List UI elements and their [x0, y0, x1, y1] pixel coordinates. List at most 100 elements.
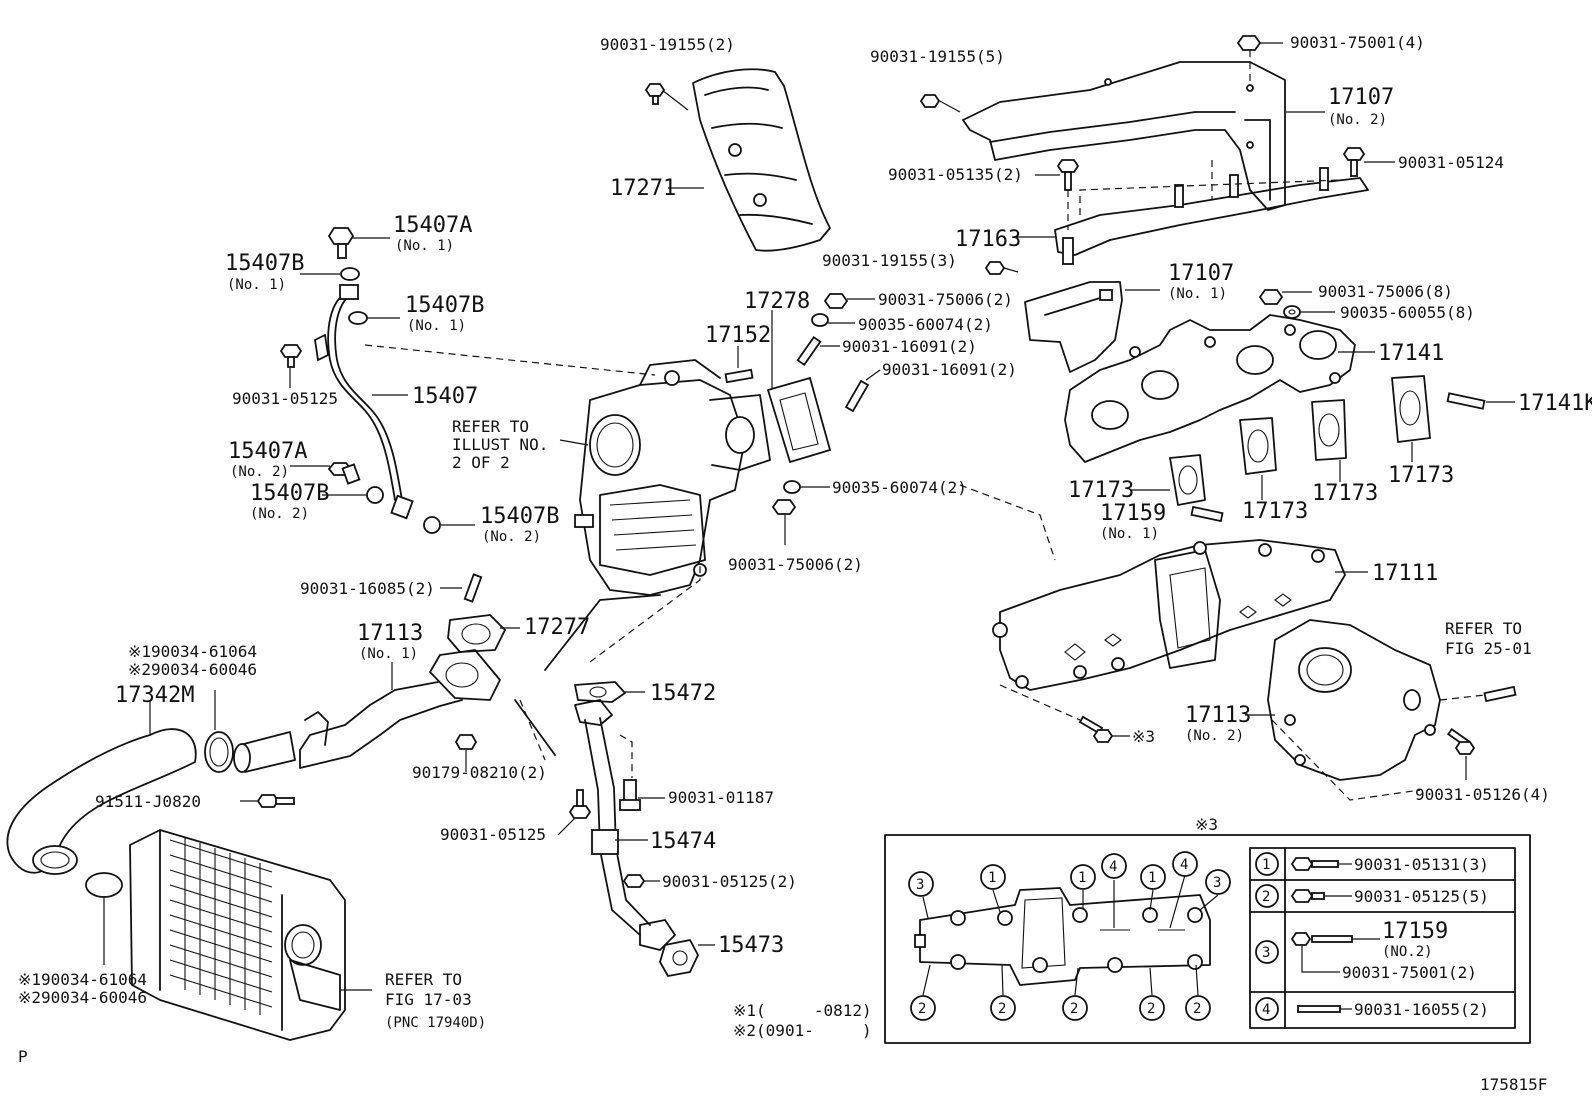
callout-90031-05125-left: 90031-05125	[232, 389, 338, 408]
bolt-90031-19155-b	[919, 94, 941, 108]
svg-text:3: 3	[1213, 875, 1221, 891]
callout-90031-75001-4: 90031-75001(4)	[1290, 33, 1425, 52]
inset-circle-2-d: 2	[1139, 995, 1165, 1021]
exhaust-manifold-17141	[1064, 314, 1356, 463]
callout-90031-05125-mid: 90031-05125	[440, 825, 546, 844]
clamp-bottom-line2: ※290034-60046	[18, 988, 147, 1007]
inset-circle-4-b: 4	[1172, 851, 1198, 877]
clamp-top-line2: ※290034-60046	[128, 660, 257, 679]
intercooler	[129, 829, 346, 1041]
callout-15407B-no1-b-sub: (No. 1)	[407, 318, 466, 334]
gasket-17173-c	[1311, 399, 1347, 461]
note-2: ※2(0901- )	[733, 1021, 872, 1040]
washer-15407B-no2-b	[423, 516, 441, 534]
hose-17342M	[6, 728, 197, 875]
refer-illust-line3: 2 OF 2	[452, 453, 510, 472]
callout-90031-05135-2: 90031-05135(2)	[888, 165, 1023, 184]
callout-15407: 15407	[412, 384, 478, 409]
stud-fig25	[1483, 685, 1517, 703]
callout-15407A-no1-sub: (No. 1)	[395, 238, 454, 254]
callout-17163: 17163	[955, 227, 1021, 252]
callout-15474: 15474	[650, 829, 716, 854]
callout-labels: 90031-19155(2) 17271 90031-19155(5) 9003…	[18, 33, 1592, 1094]
heat-insulator-17271	[692, 68, 831, 252]
callout-17173-b: 17173	[1242, 499, 1308, 524]
bolt-91511-J0820	[256, 794, 295, 808]
inset-circle-2-e: 2	[1185, 995, 1211, 1021]
washer-15407B-no1-b	[348, 311, 368, 325]
nut-90031-75006-bot	[771, 499, 797, 515]
callout-17173-c: 17173	[1312, 481, 1378, 506]
exhaust-pipe-17113-no1	[299, 649, 501, 769]
svg-text:2: 2	[1147, 1001, 1155, 1017]
callout-17152: 17152	[705, 323, 771, 348]
callout-90035-60074-2-top: 90035-60074(2)	[858, 315, 993, 334]
svg-text:1: 1	[1078, 870, 1086, 886]
gasket-17173-d	[1391, 375, 1431, 443]
callout-mark3: ※3	[1132, 727, 1155, 746]
washer-90035-60055	[1283, 305, 1301, 319]
refer-fig17-line1: REFER TO	[385, 970, 462, 989]
stud-17141K	[1446, 392, 1486, 410]
legend-row-1: 1 90031-05131(3)	[1255, 852, 1489, 876]
inset-circle-3-left: 3	[908, 871, 934, 897]
legend-part-3: 17159	[1382, 919, 1448, 944]
nut-90031-75006-8	[1258, 289, 1284, 305]
svg-text:1: 1	[988, 870, 996, 886]
callout-17107-no2: 17107	[1328, 85, 1394, 110]
refer-fig17-line2: FIG 17-03	[385, 990, 472, 1009]
bolt-90031-05135	[1056, 159, 1080, 191]
callout-15407B-no2-b-sub: (No. 2)	[482, 529, 541, 545]
callout-90031-05125-2: 90031-05125(2)	[662, 872, 797, 891]
legend-bolt-2-icon	[1290, 889, 1325, 903]
legend-part-1: 90031-05131(3)	[1354, 855, 1489, 874]
inset-circle-1-c: 1	[1140, 864, 1166, 890]
nut-90031-75006-top	[823, 293, 849, 309]
callout-17111: 17111	[1372, 561, 1438, 586]
callout-17173-a: 17173	[1068, 478, 1134, 503]
callout-90031-05126-4: 90031-05126(4)	[1415, 785, 1550, 804]
callout-17342M: 17342M	[115, 683, 194, 708]
corner-mark: P	[18, 1047, 28, 1066]
bolt-90031-05125-mid	[568, 789, 592, 819]
callout-15407B-no1-a-sub: (No. 1)	[227, 277, 286, 293]
stud-90031-16091-a	[796, 335, 822, 367]
callout-90031-05124: 90031-05124	[1398, 153, 1504, 172]
callout-15407B-no2-a-sub: (No. 2)	[250, 506, 309, 522]
callout-17107-no1: 17107	[1168, 261, 1234, 286]
svg-text:4: 4	[1180, 857, 1188, 873]
intake-manifold-17111	[992, 539, 1346, 691]
refer-illust-line1: REFER TO	[452, 417, 529, 436]
callout-90031-19155-5: 90031-19155(5)	[870, 47, 1005, 66]
callout-15407B-no1-a: 15407B	[225, 251, 304, 276]
bolt-90031-19155-c	[984, 261, 1006, 275]
callout-90031-75006-8: 90031-75006(8)	[1318, 282, 1453, 301]
gasket-17277	[447, 614, 506, 653]
refer-fig25-line2: FIG 25-01	[1445, 639, 1532, 658]
callout-90031-16085-2: 90031-16085(2)	[300, 579, 435, 598]
intake-pipe-17113-no2	[1267, 619, 1441, 781]
svg-text:3: 3	[916, 877, 924, 893]
legend-bolt-1-icon	[1290, 857, 1339, 871]
bolt-90031-19155-a	[644, 83, 666, 105]
gasket-15472	[574, 681, 626, 703]
svg-text:1: 1	[1262, 857, 1270, 873]
inset-circle-2-b: 2	[990, 995, 1016, 1021]
callout-15407B-no2-b: 15407B	[480, 504, 559, 529]
inset-circle-1-a: 1	[980, 864, 1006, 890]
washer-90035-60074-top	[811, 313, 829, 327]
legend-part-2: 90031-05125(5)	[1354, 887, 1489, 906]
callout-15407B-no1-b: 15407B	[405, 293, 484, 318]
note-1: ※1( -0812)	[733, 1001, 872, 1020]
inset-circle-2-a: 2	[910, 995, 936, 1021]
callout-90031-19155-3: 90031-19155(3)	[822, 251, 957, 270]
callout-15407A-no1: 15407A	[393, 213, 472, 238]
callout-15473: 15473	[718, 933, 784, 958]
callout-17113-no1: 17113	[357, 621, 423, 646]
legend-stud-4-icon	[1297, 1005, 1341, 1013]
legend-part-3b: 90031-75001(2)	[1342, 963, 1477, 982]
refer-illust-line2: ILLUST NO.	[452, 435, 548, 454]
